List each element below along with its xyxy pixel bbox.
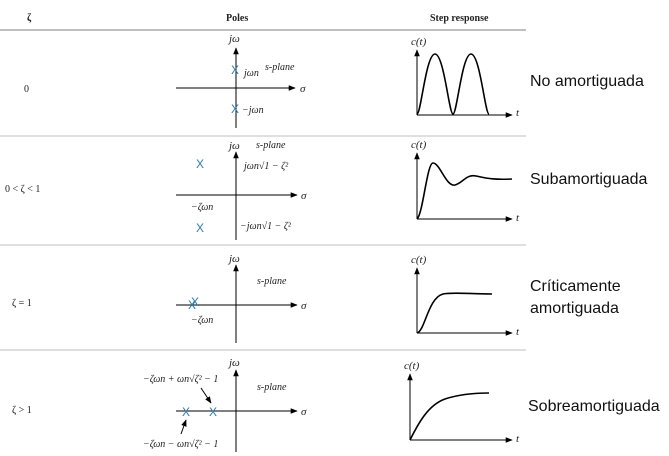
pole-marker: X [209,405,217,419]
pole-marker: X [188,298,196,312]
row-critically-damped: ζ = 1 jω σ s-plane X X −ζωn c(t) t Críti… [12,253,621,343]
pole-marker: X [196,157,204,171]
jw-axis-label: jω [227,357,240,369]
s-plane-label: s-plane [256,140,286,151]
jw-axis-label: jω [227,33,240,45]
jw-axis-label: jω [227,140,240,152]
classification-label: Críticamente [530,278,621,295]
header-step-response: Step response [430,13,489,24]
pole-marker: X [191,295,199,309]
step-response-curve [409,392,490,441]
header-poles: Poles [226,13,248,24]
s-plane-label: s-plane [265,62,295,73]
ct-axis-label: c(t) [411,254,427,266]
pole-pointer [200,387,212,404]
ct-axis-label: c(t) [411,139,427,151]
pole-marker: X [231,102,239,116]
zeta-value: 0 < ζ < 1 [5,184,40,195]
t-axis-label: t [516,433,520,445]
pole-label: −ζωn [191,315,213,326]
pole-label: −jωn [242,105,264,116]
classification-label: amortiguada [530,300,619,317]
jw-axis-label: jω [227,253,240,265]
row-underdamped: 0 < ζ < 1 jω σ s-plane X X jωn√1 − ζ² −ζ… [5,139,648,240]
step-response-curve [416,53,490,115]
sigma-axis-label: σ [301,300,307,312]
classification-label: Subamortiguada [530,171,648,188]
classification-label: No amortiguada [530,73,644,90]
s-plane-label: s-plane [257,276,287,287]
pole-marker: X [196,221,204,235]
ct-axis-label: c(t) [404,360,420,372]
classification-label: Sobreamortiguada [528,398,660,415]
t-axis-label: t [516,326,520,338]
pole-label: jωn [242,68,259,79]
sigma-axis-label: σ [301,406,307,418]
pole-label: −ζωn [191,202,213,213]
step-response-curve [416,162,513,220]
pole-marker: X [182,405,190,419]
t-axis-label: t [516,212,520,224]
t-axis-label: t [516,107,520,119]
pole-label: −ζωn + ωn√ζ² − 1 [143,374,218,385]
row-overdamped: ζ > 1 jω σ s-plane X X −ζωn + ωn√ζ² − 1 … [12,357,660,452]
pole-marker: X [231,63,239,77]
row-undamped: 0 jω σ s-plane X X jωn −jωn c(t) t No am… [24,33,644,128]
step-response-curve [416,292,493,334]
pole-label: jωn√1 − ζ² [242,161,289,172]
sigma-axis-label: σ [301,190,307,202]
ct-axis-label: c(t) [411,36,427,48]
pole-pointer [180,419,187,435]
pole-label: −jωn√1 − ζ² [240,221,292,232]
pole-label: −ζωn − ωn√ζ² − 1 [143,439,218,450]
sigma-axis-label: σ [300,83,306,95]
zeta-value: ζ = 1 [12,298,32,309]
s-plane-label: s-plane [257,382,287,393]
header-zeta: ζ [27,13,32,24]
zeta-value: ζ > 1 [12,405,32,416]
zeta-value: 0 [24,84,29,95]
